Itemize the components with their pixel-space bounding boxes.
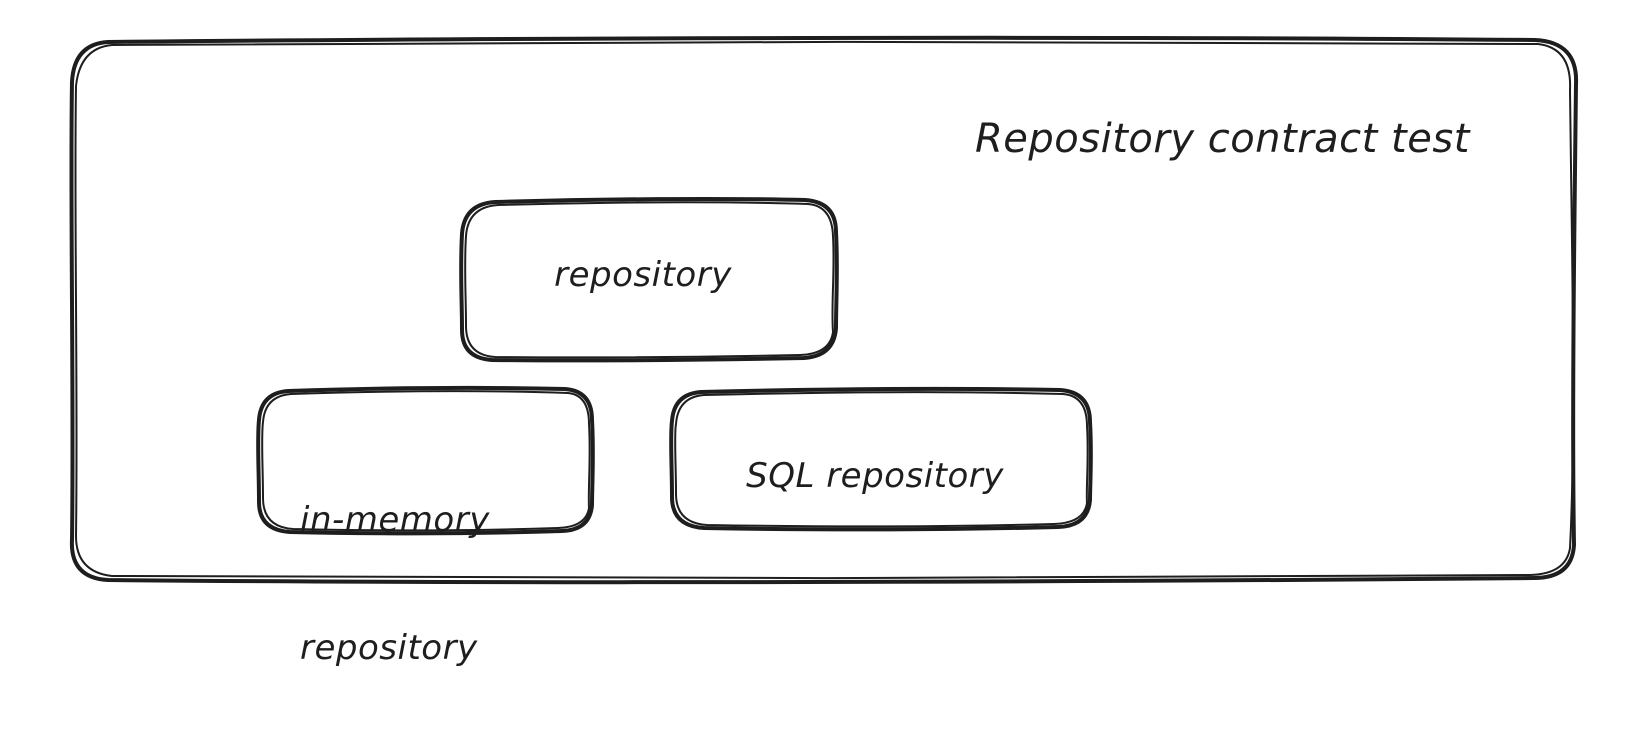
diagram-canvas: Repository contract test repository in-m… — [69, 35, 1579, 668]
container-title: Repository contract test — [975, 116, 1470, 162]
sql-repository-node-box[interactable] — [669, 386, 1093, 532]
container-box[interactable] — [69, 35, 1579, 585]
diagram-shapes — [69, 35, 1579, 585]
sql-repository-node-label: SQL repository — [746, 456, 1004, 496]
in-memory-repository-node-box[interactable] — [256, 385, 595, 536]
repository-node-box[interactable] — [459, 196, 839, 363]
repository-node-label: repository — [554, 255, 732, 295]
